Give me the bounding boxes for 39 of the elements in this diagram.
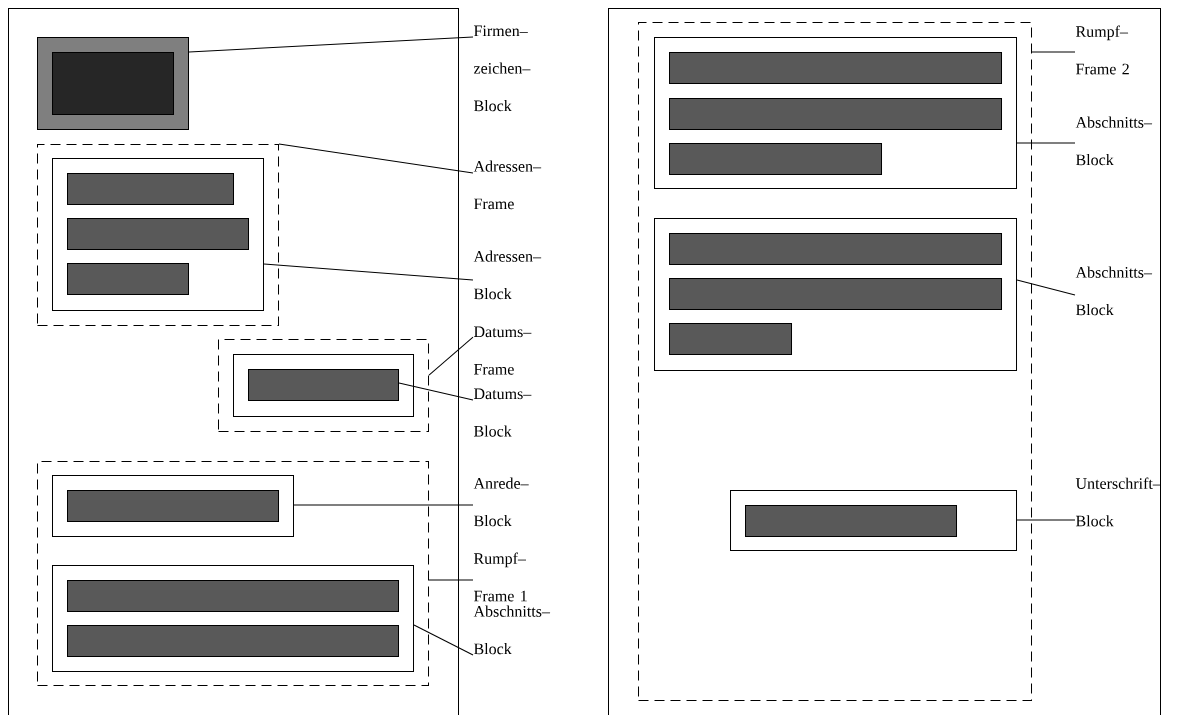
- leader-line: [278, 143, 474, 174]
- callout-label: Anrede– Block: [473, 477, 529, 527]
- callout-label: Datums– Block: [473, 388, 532, 437]
- text-line-bar: [67, 625, 399, 657]
- text-line-bar: [67, 173, 234, 205]
- leader-line: [1016, 279, 1076, 296]
- callout-label: Firmen– zeichen– Block: [473, 25, 531, 112]
- text-line-bar: [669, 323, 792, 355]
- text-line-bar: [67, 490, 279, 522]
- callout-label: Abschnitts– Block: [1075, 116, 1153, 166]
- text-line-bar: [67, 580, 399, 612]
- filled-box: [52, 52, 174, 115]
- leader-line: [1016, 142, 1076, 144]
- callout-label: Adressen– Block: [473, 250, 542, 300]
- text-line-bar: [745, 505, 957, 537]
- text-line-bar: [669, 52, 1002, 84]
- callout-label: Adressen– Frame: [473, 160, 542, 210]
- leader-line: [413, 624, 474, 656]
- leader-line: [293, 504, 474, 506]
- callout-label: Datums– Frame: [473, 326, 532, 375]
- text-line-bar: [669, 233, 1002, 265]
- callout-label: Abschnitts– Block: [1075, 266, 1153, 316]
- callout-label: Unterschrift– Block: [1075, 477, 1161, 527]
- leader-line: [188, 36, 474, 53]
- leader-line: [428, 336, 474, 376]
- text-line-bar: [669, 278, 1002, 310]
- callout-label: Rumpf– Frame 1: [473, 552, 527, 602]
- text-line-bar: [67, 263, 189, 295]
- leader-line: [398, 382, 474, 401]
- text-line-bar: [669, 98, 1002, 130]
- callout-label: Rumpf– Frame 2: [1075, 25, 1129, 75]
- leader-line: [428, 579, 474, 581]
- leader-line: [1031, 51, 1076, 53]
- text-line-bar: [67, 218, 249, 250]
- callout-label: Abschnitts– Block: [473, 605, 551, 655]
- leader-line: [1016, 519, 1076, 521]
- text-line-bar: [248, 369, 399, 401]
- leader-line: [263, 263, 474, 281]
- text-line-bar: [669, 143, 882, 175]
